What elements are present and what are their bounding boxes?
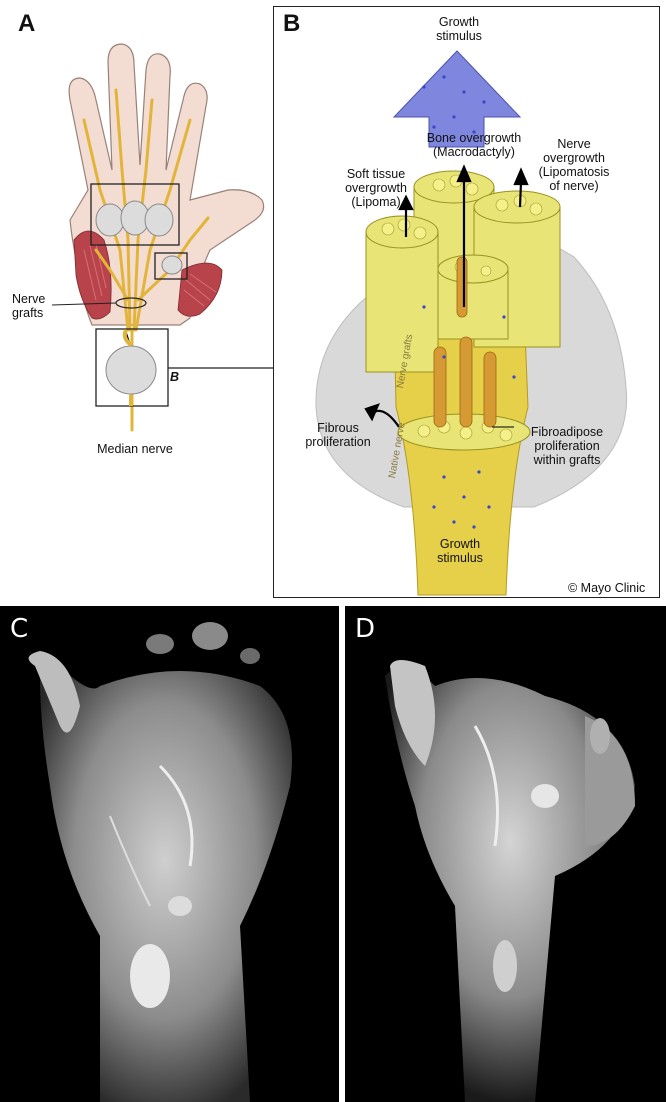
label-bone-overgrowth: Bone overgrowth (Macrodactyly) — [426, 131, 522, 159]
label-growth-stimulus-top: Growth stimulus — [436, 15, 482, 43]
mri-image-c — [28, 622, 292, 1102]
label-nerve-overgrowth: Nerve overgrowth (Lipomatosis of nerve) — [538, 137, 610, 193]
panel-b-frame: Growth stimulus Bone overgrowth (Macroda… — [273, 6, 660, 598]
growth-arrow — [392, 50, 522, 148]
ulnar-neuroma — [161, 255, 183, 275]
hand-illustration — [51, 43, 273, 432]
overgrowth-arrows — [364, 164, 529, 428]
label-growth-stimulus-bottom: Growth stimulus — [437, 537, 483, 565]
inset-box-ulnar — [154, 252, 188, 280]
inset-box-digital — [90, 183, 180, 246]
label-soft-tissue: Soft tissue overgrowth (Lipoma) — [345, 167, 407, 209]
panel-label-a: A — [18, 10, 36, 37]
panel-label-c: C — [10, 614, 29, 644]
label-median-nerve: Median nerve — [97, 442, 173, 456]
label-fibrous: Fibrous proliferation — [305, 421, 371, 449]
label-nerve-grafts: Nerve grafts — [12, 292, 46, 320]
digital-neuromas — [95, 200, 174, 237]
mri-image-d — [385, 660, 635, 1102]
label-fibroadipose: Fibroadipose proliferation within grafts — [530, 425, 604, 467]
label-inset-b: B — [170, 370, 180, 384]
copyright-notice: © Mayo Clinic — [568, 581, 646, 595]
wrist-neuroma — [105, 345, 157, 395]
mri-panel-c: C — [0, 606, 339, 1102]
hypothenar-muscle — [177, 262, 223, 317]
panel-label-d: D — [355, 614, 376, 644]
panel-label-b: B — [283, 10, 301, 37]
fascicle-bundles — [365, 170, 561, 451]
nerve-overgrowth-diagram — [315, 50, 628, 596]
thenar-muscle — [73, 230, 112, 320]
mri-panel-d: D — [345, 606, 666, 1102]
